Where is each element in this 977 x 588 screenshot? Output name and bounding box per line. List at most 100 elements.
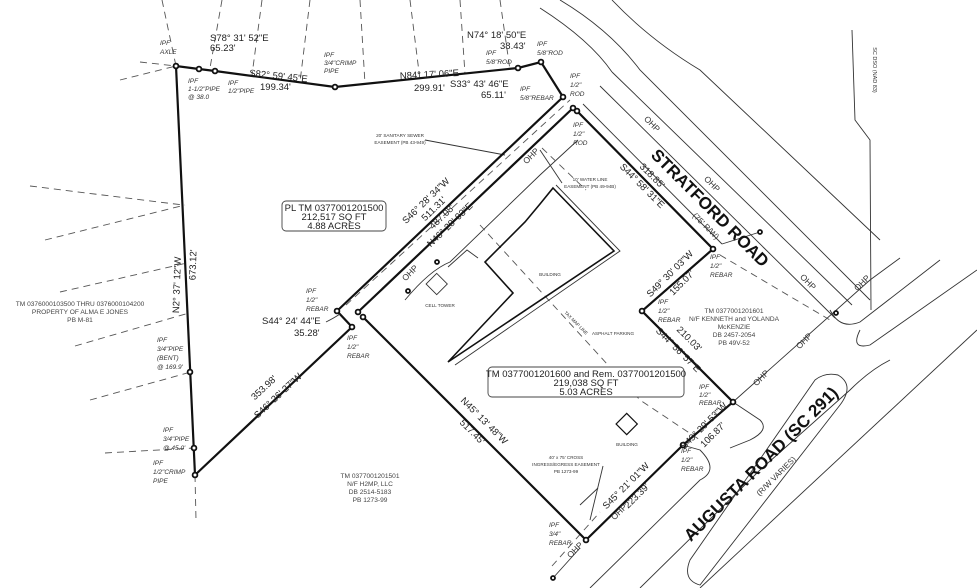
distance-label: 199.34': [260, 82, 291, 93]
owner-line: PB 1273-99: [353, 497, 388, 504]
owner-h2mp: TM 0377001201501 N/F H2MP, LLC DB 2514-5…: [340, 473, 399, 504]
ohp-label: OHP: [400, 263, 420, 283]
owner-line: DB 2514-5183: [349, 489, 392, 496]
mon-label: 3/4"CRIMP: [324, 60, 357, 67]
owner-line: TM 0377001201601: [704, 308, 763, 315]
bearing-label: N2° 37' 12"W: [171, 256, 184, 313]
distance-label: 35.28': [294, 328, 320, 339]
mon-label: IPF: [347, 335, 358, 342]
cell-tower-label: CELL TOWER: [425, 303, 455, 308]
adjoining-lot-lines: [29, 0, 511, 521]
mon-label: ROD: [573, 140, 588, 147]
mon-label: PIPE: [324, 68, 339, 75]
mon-label: IPF: [486, 50, 497, 57]
tax-map-line-label: TAX MAP LINE: [563, 310, 589, 336]
mon-label: 1/2": [570, 82, 582, 89]
sewer-easement-label: 20' SANITARY SEWER: [376, 133, 425, 138]
mon-label: REBAR: [699, 400, 722, 407]
mon-label: 3/4": [549, 531, 561, 538]
easement-lines: [345, 99, 831, 567]
owner-jones: TM 0376000103500 THRU 0376000104200 PROP…: [16, 301, 145, 324]
owner-line: PROPERTY OF ALMA E JONES: [32, 309, 129, 316]
mon-label: 3/4"PIPE: [163, 436, 190, 443]
mon-label: REBAR: [710, 272, 733, 279]
mon-label: 1/2": [347, 344, 359, 351]
parcel-area-acres: 4.88 ACRES: [307, 221, 360, 232]
mon-label: REBAR: [549, 540, 572, 547]
small-building: [615, 412, 639, 436]
bearing-label: N74° 18' 50"E: [467, 30, 526, 41]
mon-label: 1/2": [658, 308, 670, 315]
owner-line: McKENZIE: [718, 324, 751, 331]
mon-label: PIPE: [153, 478, 168, 485]
mon-label: IPF: [324, 52, 335, 59]
distance-label: 299.91': [414, 83, 445, 94]
bearing-label: S33° 43' 46"E: [450, 79, 509, 90]
owner-line: DB 2457-2054: [713, 332, 756, 339]
mon-label: IPF: [157, 337, 168, 344]
mon-label: 1/2": [681, 457, 693, 464]
owner-line: TM 0377001201501: [340, 473, 399, 480]
feature-labels: 20' SANITARY SEWER EASEMENT (PB 43-949) …: [374, 133, 638, 474]
mon-label: IPF: [520, 86, 531, 93]
distance-label: 38.43': [500, 41, 526, 52]
owner-line: N/F KENNETH and YOLANDA: [689, 316, 780, 323]
mon-label: IPF: [160, 40, 171, 47]
cross-easement-label: 40' x 75' CROSS: [549, 455, 583, 460]
parcel-area-sqft: 219,038 SQ FT: [554, 378, 619, 389]
owner-line: PB 49V-52: [718, 340, 750, 347]
monument-labels: IPF AXLE IPF 1-1/2"PIPE @ 38.0 IPF 1/2"P…: [153, 40, 733, 547]
mon-label: IPF: [228, 80, 239, 87]
parcel-id: TM 0377001201600 and Rem. 0377001201500: [486, 369, 686, 380]
main-building: [447, 186, 616, 363]
mon-label: IPF: [153, 460, 164, 467]
cross-easement-label: INGRESS/EGRESS EASEMENT: [532, 462, 600, 467]
ohp-label: OHP: [798, 272, 818, 292]
mon-label: 1/2": [699, 392, 711, 399]
mon-label: 1/2": [306, 297, 318, 304]
mon-label: @ 45.0': [163, 445, 186, 452]
building-label: BUILDING: [616, 442, 638, 447]
parcel-pl-area-box: PL TM 0377001201500 212,517 SQ FT 4.88 A…: [281, 200, 387, 232]
mon-label: IPF: [549, 522, 560, 529]
parcel-area-acres: 5.03 ACRES: [559, 387, 612, 398]
parcel-id: PL TM 0377001201500: [285, 203, 384, 214]
mon-label: IPF: [681, 448, 692, 455]
augusta-road-lines: [552, 257, 977, 588]
datum-note: SC DSO (NAD 83): [871, 47, 877, 93]
ohp-label: OHP: [794, 331, 814, 351]
owner-line: TM 0376000103500 THRU 0376000104200: [16, 301, 145, 308]
mon-label: 1/2"PIPE: [228, 88, 255, 95]
water-easement-label: 10' WATER LINE: [573, 177, 608, 182]
owner-mckenzie: TM 0377001201601 N/F KENNETH and YOLANDA…: [689, 308, 780, 347]
cross-easement-label: PB 1273-99: [554, 469, 579, 474]
sewer-easement-label: EASEMENT (PB 43-949): [374, 140, 426, 145]
owner-line: N/F H2MP, LLC: [347, 481, 393, 488]
mon-label: IPF: [573, 122, 584, 129]
mon-label: IPF: [306, 288, 317, 295]
mon-label: IPF: [658, 299, 669, 306]
bearing-label: N84° 17' 06"E: [400, 68, 460, 82]
mon-label: IPF: [163, 427, 174, 434]
distance-label: 65.11': [481, 90, 506, 101]
mon-label: IPF: [188, 78, 199, 85]
mon-label: REBAR: [347, 353, 370, 360]
mon-label: 5/8"REBAR: [520, 95, 554, 102]
mon-label: (BENT): [157, 355, 179, 362]
asphalt-parking-label: ASPHALT PARKING: [592, 331, 635, 336]
distance-label: 65.23': [210, 43, 236, 54]
mon-label: 5/8"ROD: [537, 50, 563, 57]
mon-label: ROD: [570, 91, 585, 98]
mon-label: IPF: [570, 73, 581, 80]
mon-label: 3/4"PIPE: [157, 346, 184, 353]
mon-label: @ 38.0: [188, 94, 209, 101]
building-label: BUILDING: [539, 272, 561, 277]
boundary-calls: S78° 31' 52"E 65.23' S82° 59' 45"E 199.3…: [171, 30, 730, 512]
bearing-label: S44° 24' 44"E: [262, 316, 321, 327]
mon-label: AXLE: [159, 49, 177, 56]
ohp-label: OHP: [521, 146, 541, 166]
mon-label: REBAR: [681, 466, 704, 473]
bearing-label: S78° 31' 52"E: [210, 33, 269, 44]
mon-label: REBAR: [306, 306, 329, 313]
